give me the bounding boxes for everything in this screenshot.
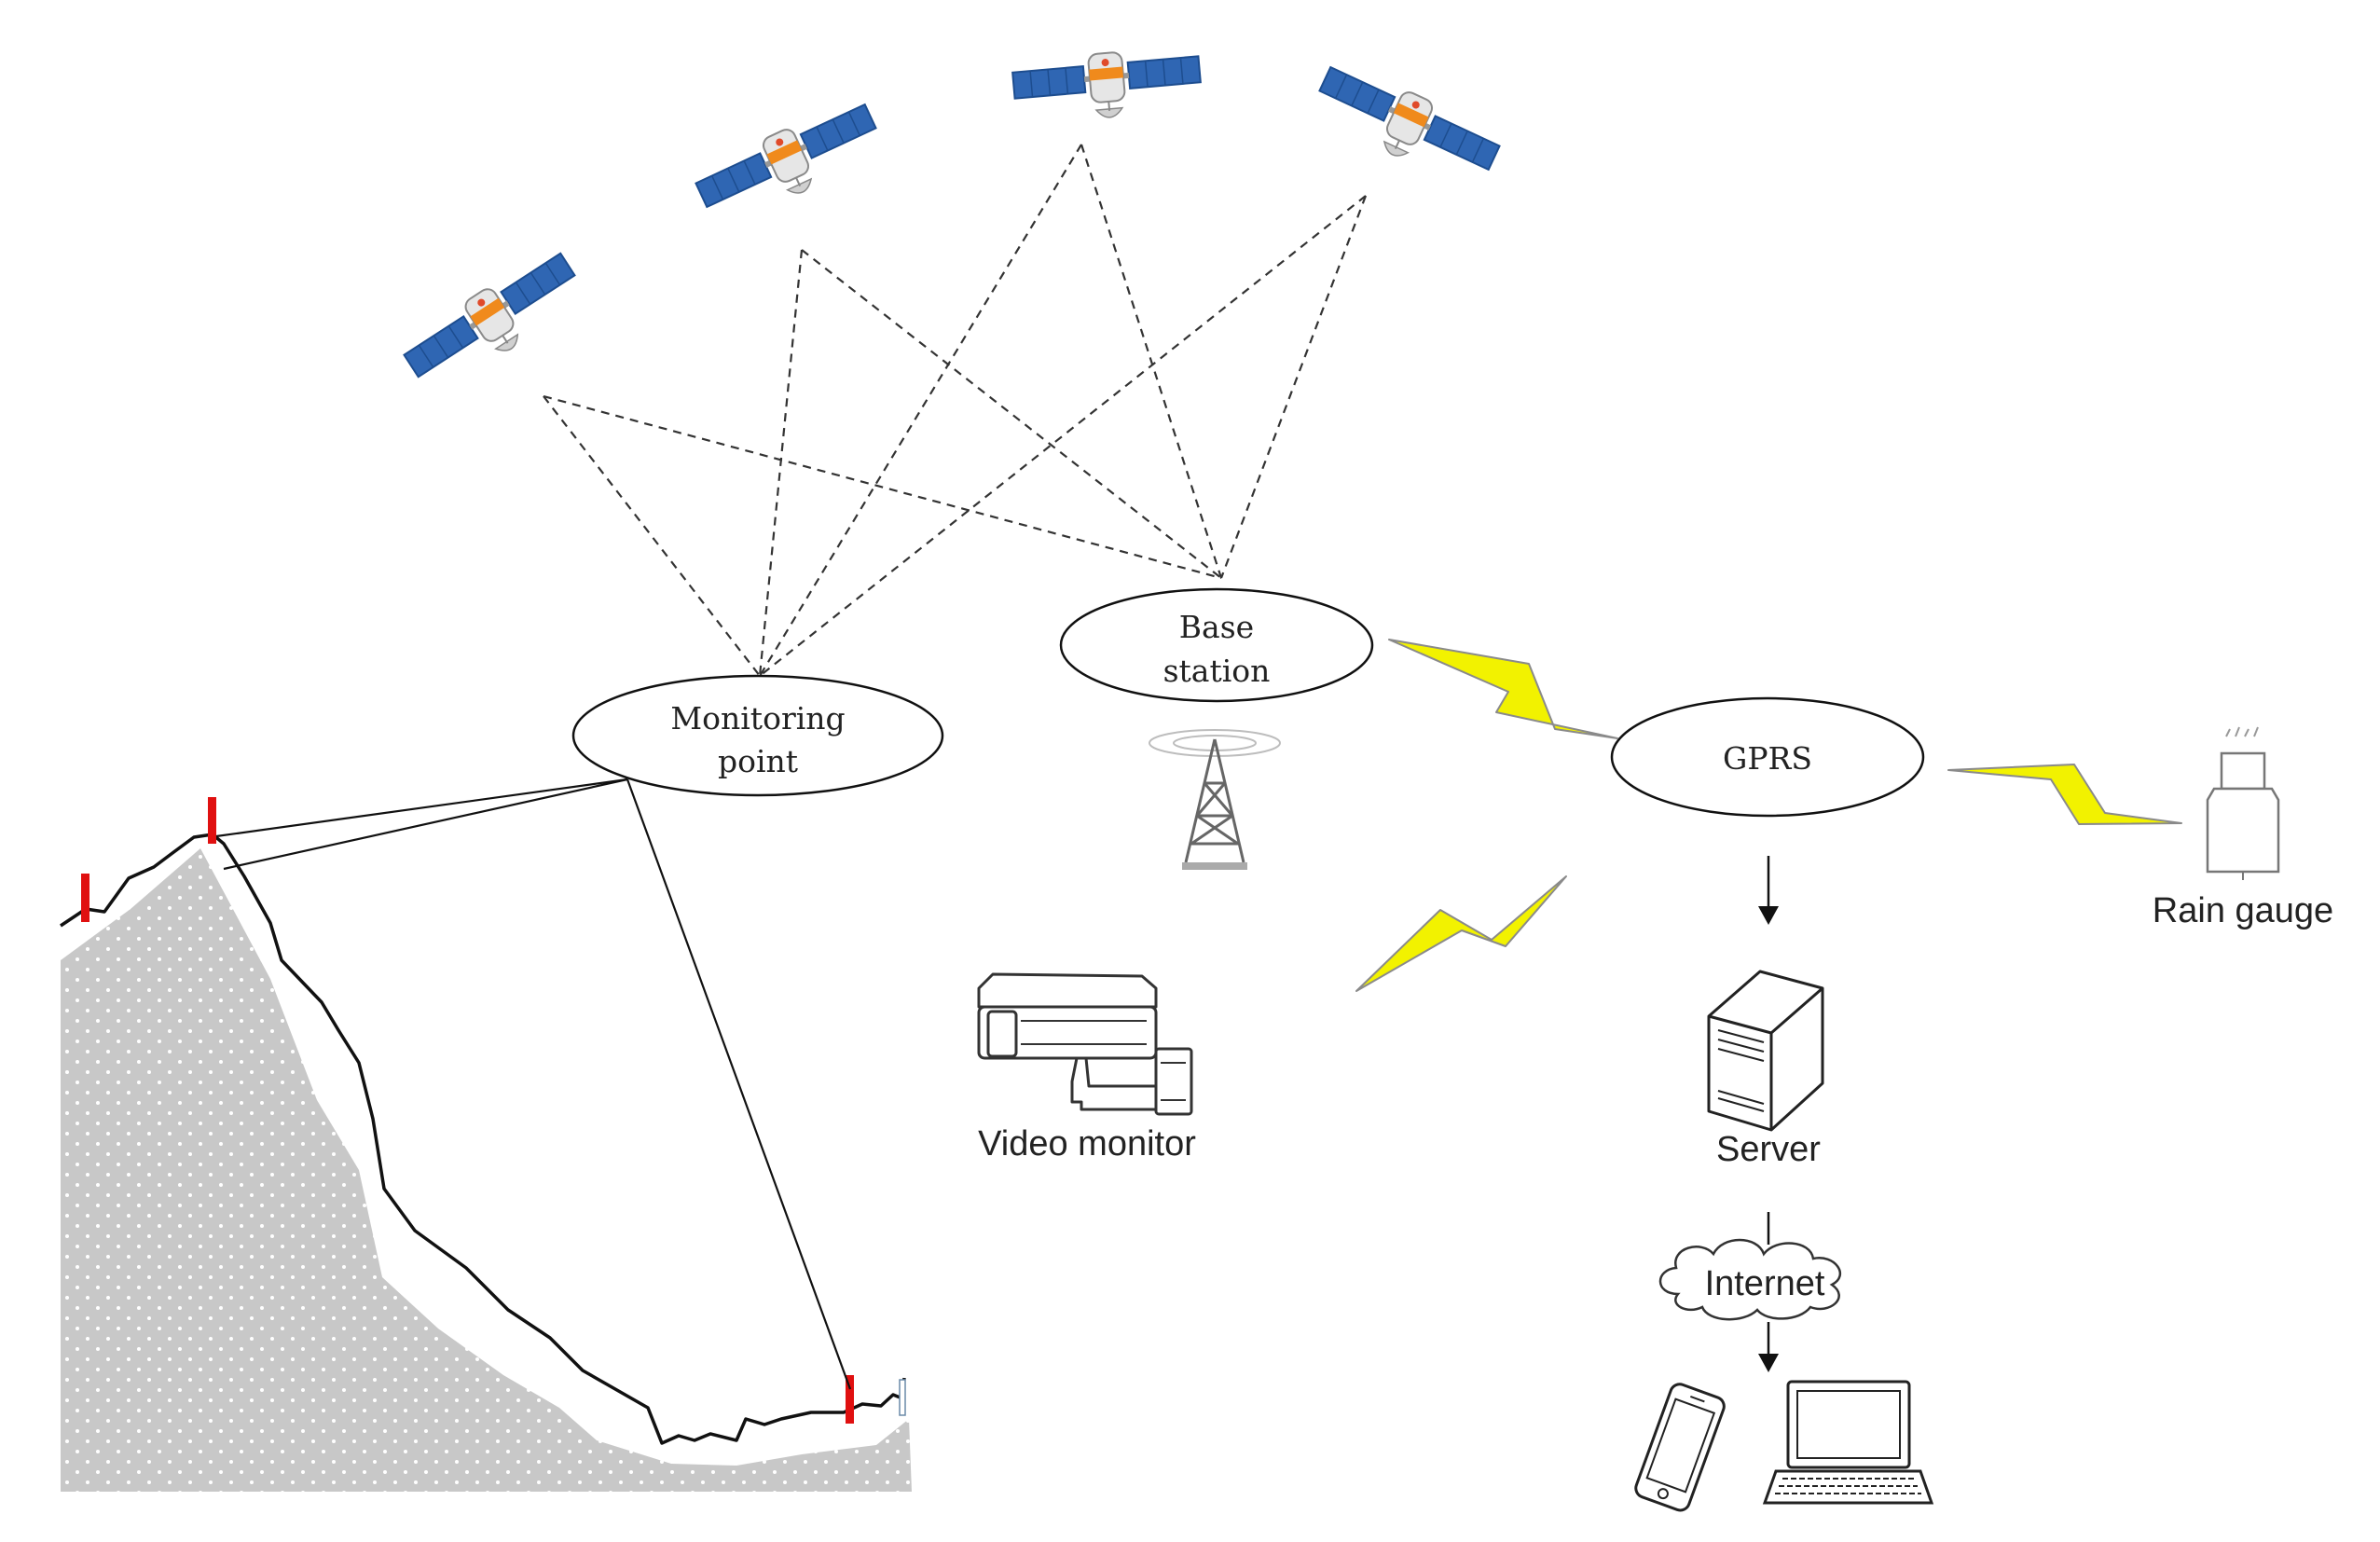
camera-icon — [977, 972, 1193, 1116]
video-monitor-label: Video monitor — [978, 1124, 1196, 1163]
monitoring-point-label-line2: point — [718, 743, 798, 779]
sight-lines — [215, 778, 852, 1390]
internet-label: Internet — [1705, 1264, 1825, 1303]
base-station-label-line2: station — [1163, 653, 1271, 689]
server-label: Server — [1716, 1130, 1821, 1169]
phone-icon — [1634, 1383, 1726, 1512]
terrain-profile — [60, 833, 912, 1492]
satellite-icon — [396, 242, 591, 401]
monitoring-markers — [81, 797, 854, 1424]
rain-gauge-icon — [2206, 726, 2280, 880]
gprs-label: GPRS — [1723, 740, 1812, 777]
arrow-gprs-to-server — [1758, 856, 1779, 925]
base-station-node: Base station — [1059, 587, 1374, 703]
satellite-icon — [1011, 44, 1204, 127]
server-icon — [1707, 970, 1824, 1132]
wireless-link-gprs-rain — [1947, 764, 2182, 825]
satellite-icon — [1307, 56, 1506, 196]
satellite-signal-lines — [543, 144, 1368, 677]
monitoring-point-label-line1: Monitoring — [670, 700, 845, 737]
satellite-icon — [690, 93, 888, 233]
monitoring-point-node: Monitoring point — [571, 674, 944, 797]
tower-icon — [1149, 729, 1281, 870]
wireless-link-video — [1355, 875, 1567, 992]
cloud-icon — [1658, 1238, 1842, 1321]
wireless-links — [1355, 639, 2182, 992]
laptop-icon — [1762, 1380, 1934, 1505]
rain-gauge-label: Rain gauge — [2153, 891, 2333, 930]
wireless-link-base-gprs — [1388, 639, 1618, 739]
gprs-node: GPRS — [1610, 696, 1925, 818]
base-station-label-line1: Base — [1179, 609, 1254, 645]
arrow-internet-to-devices — [1758, 1322, 1779, 1372]
